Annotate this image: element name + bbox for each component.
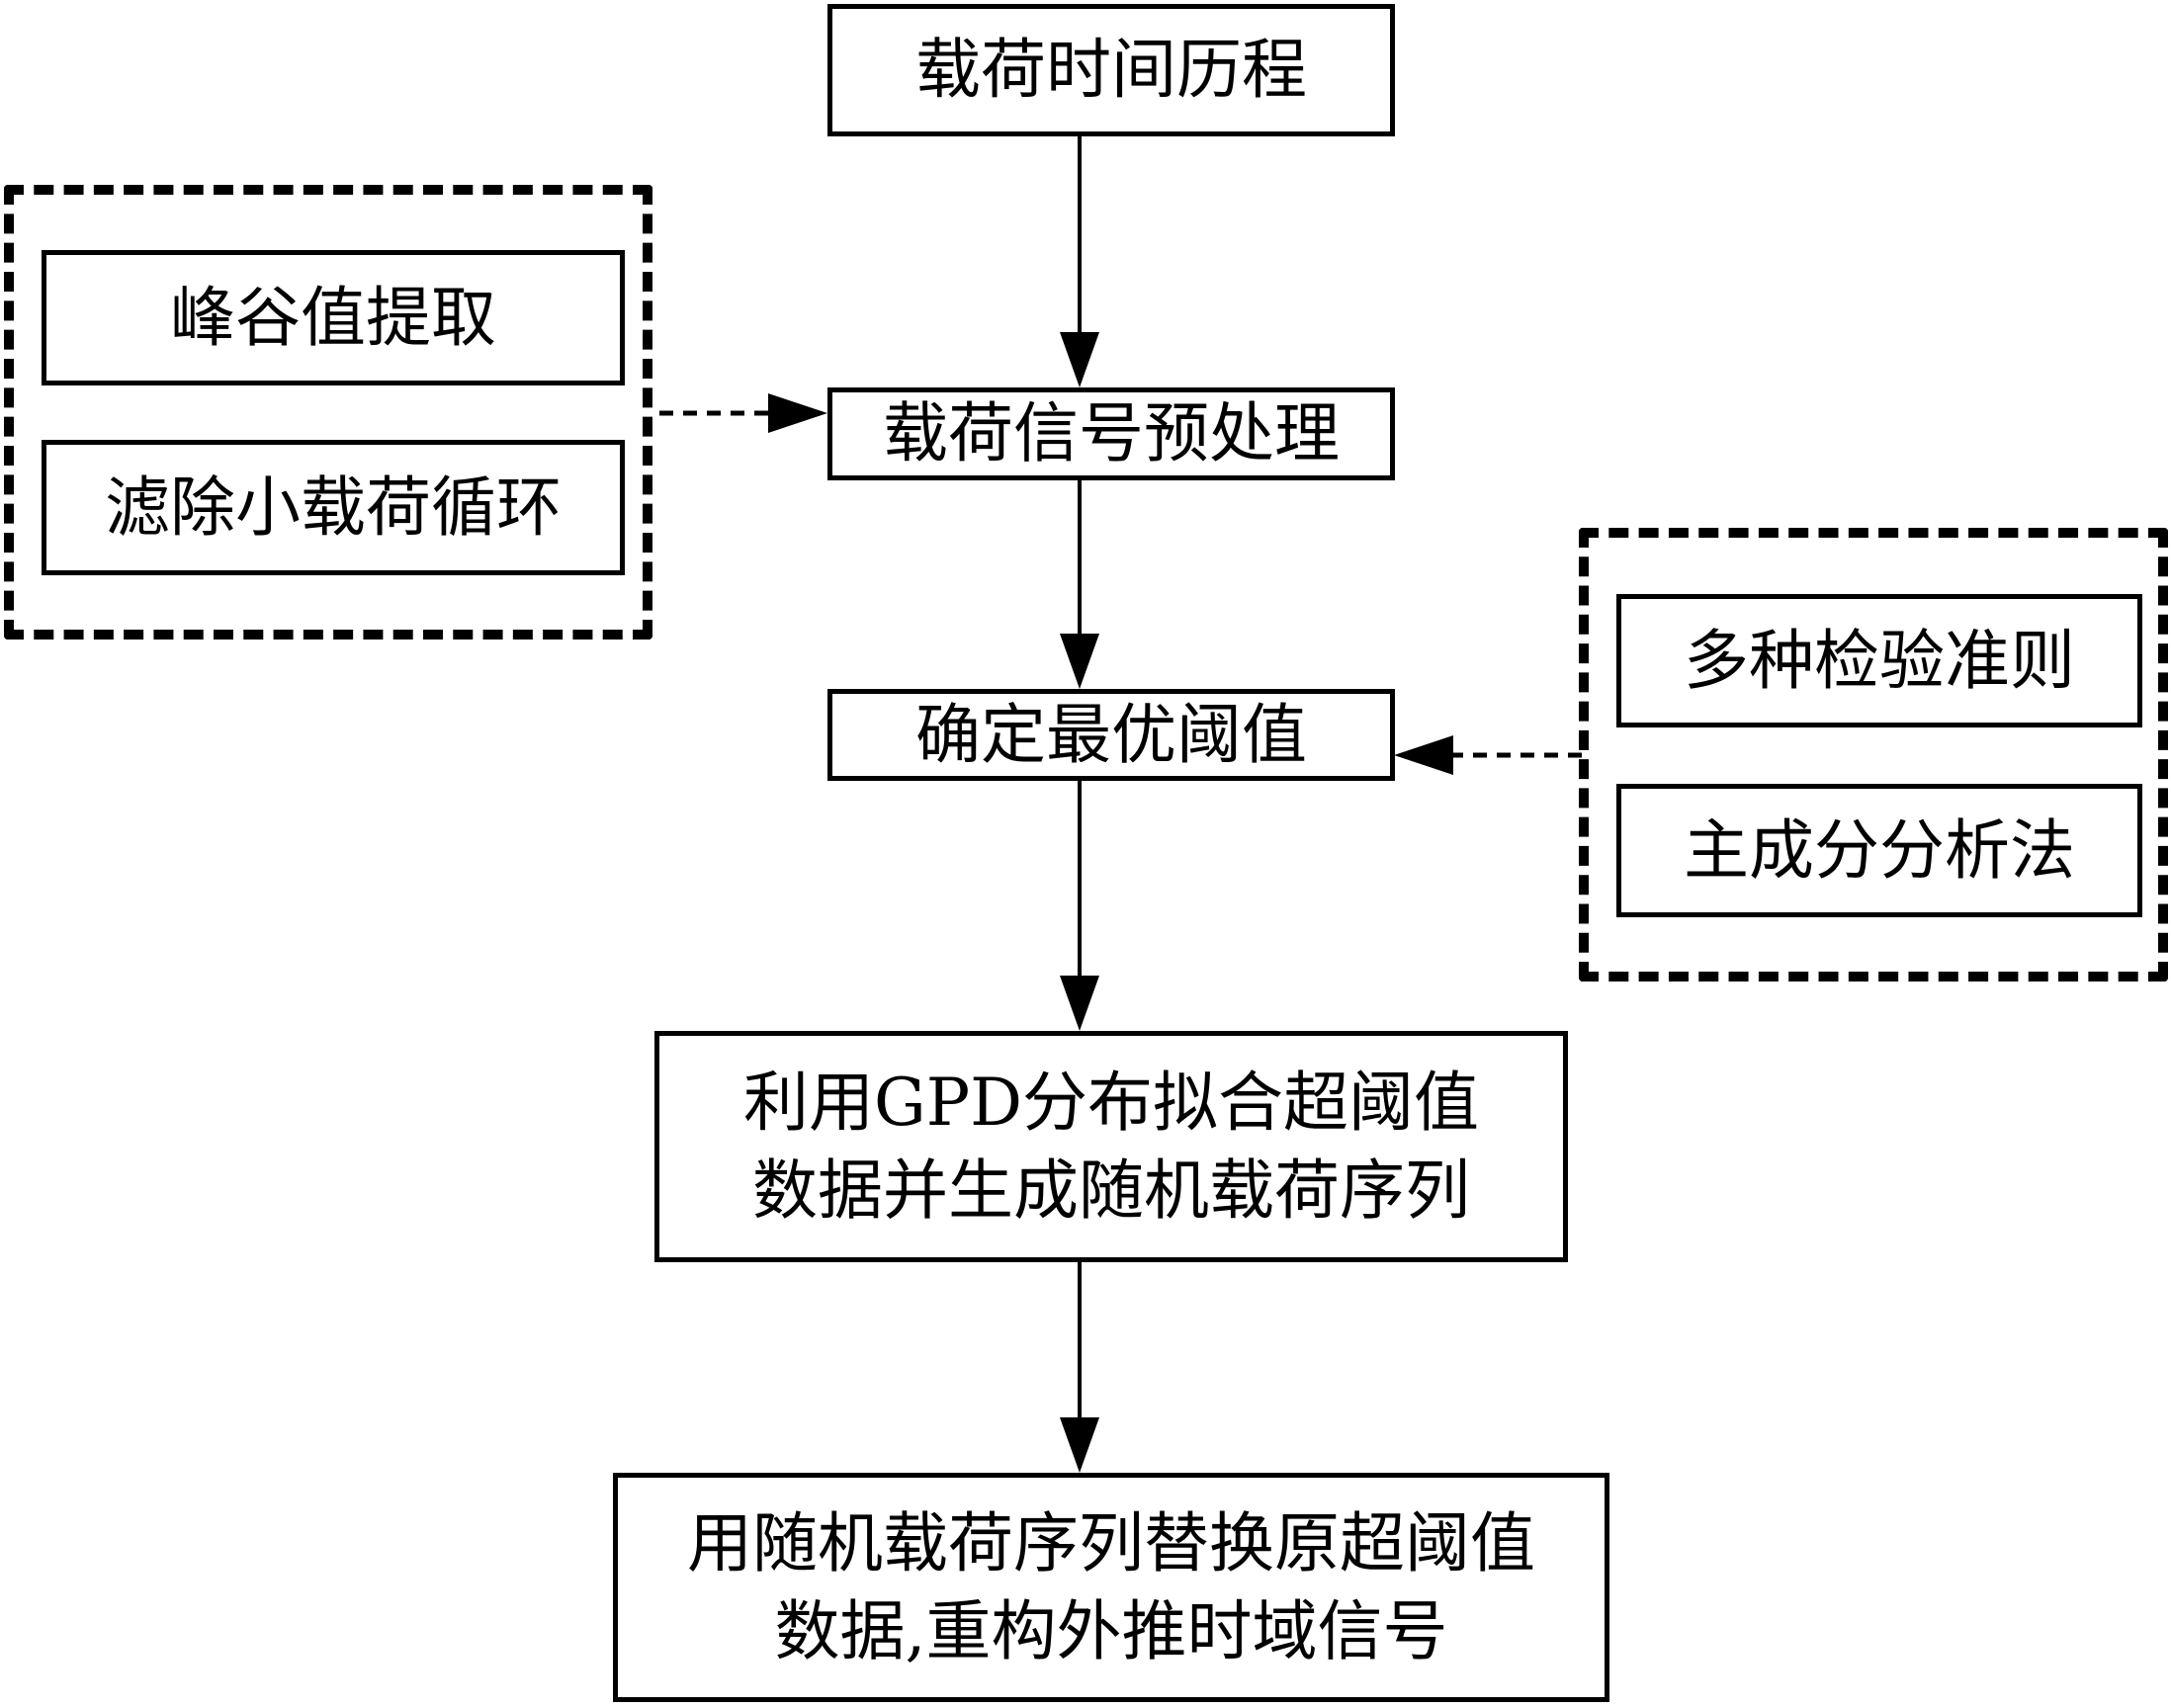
- step-load-signal-preprocessing: 载荷信号预处理: [827, 387, 1395, 480]
- method-label: 主成分分析法: [1684, 811, 2075, 889]
- dashed-arrow-threshold-group-to-step3: [1394, 735, 1582, 775]
- method-label: 滤除小载荷循环: [105, 469, 562, 546]
- method-peak-valley-extraction: 峰谷值提取: [42, 250, 625, 385]
- arrow-step4-to-step5: [1060, 1262, 1099, 1473]
- preprocess-methods-group: [4, 185, 652, 640]
- step-load-time-history: 载荷时间历程: [827, 4, 1395, 136]
- step-gpd-fit-and-generate: 利用GPD分布拟合超阈值 数据并生成随机载荷序列: [654, 1031, 1568, 1262]
- threshold-methods-group: [1579, 528, 2168, 982]
- step-determine-optimal-threshold: 确定最优阈值: [827, 689, 1395, 781]
- dashed-arrow-preprocess-group-to-step2: [659, 393, 827, 433]
- arrow-step3-to-step4: [1060, 780, 1099, 1031]
- step-label-line1: 利用GPD分布拟合超阈值: [742, 1064, 1480, 1141]
- step-label: 载荷信号预处理: [883, 395, 1340, 472]
- method-multiple-test-criteria: 多种检验准则: [1616, 594, 2142, 727]
- arrow-step1-to-step2: [1060, 136, 1099, 387]
- method-label: 峰谷值提取: [170, 279, 496, 356]
- method-label: 多种检验准则: [1684, 622, 2075, 699]
- step-label-line2: 数据并生成随机载荷序列: [752, 1153, 1470, 1229]
- step-label-line2: 数据,重构外推时域信号: [774, 1593, 1448, 1669]
- method-principal-component-analysis: 主成分分析法: [1616, 784, 2142, 917]
- arrow-step2-to-step3: [1060, 479, 1099, 689]
- step-label-line1: 用随机载荷序列替换原超阈值: [687, 1504, 1535, 1581]
- method-filter-small-cycles: 滤除小载荷循环: [42, 440, 625, 575]
- step-replace-and-reconstruct: 用随机载荷序列替换原超阈值 数据,重构外推时域信号: [613, 1473, 1609, 1702]
- step-label: 确定最优阈值: [915, 696, 1307, 773]
- step-label: 载荷时间历程: [915, 32, 1307, 109]
